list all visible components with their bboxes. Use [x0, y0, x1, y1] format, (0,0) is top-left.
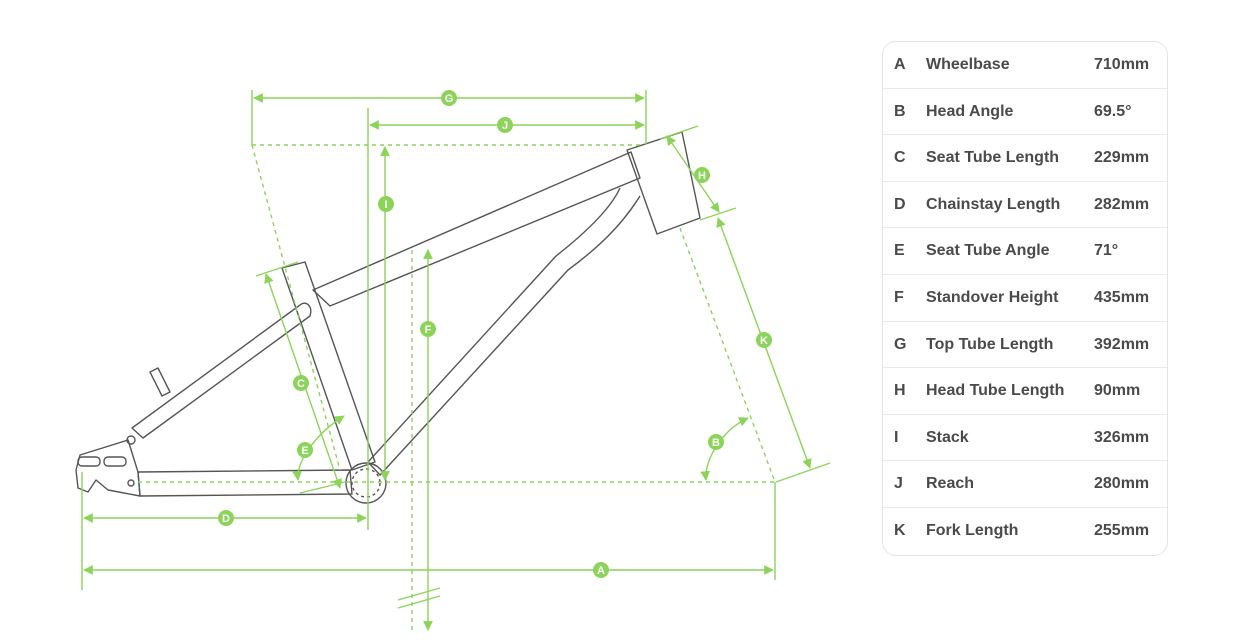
badge-j: J: [497, 117, 513, 133]
svg-text:G: G: [445, 93, 454, 105]
row-label: Standover Height: [926, 288, 1059, 306]
row-value: 90mm: [1094, 382, 1141, 400]
badge-c: C: [293, 375, 309, 391]
row-value: 392mm: [1094, 335, 1150, 353]
row-label: Stack: [926, 428, 969, 446]
row-value: 435mm: [1094, 288, 1150, 306]
svg-text:B: B: [712, 437, 720, 449]
dimension-badges: G J I F H K C E B D A: [218, 90, 772, 578]
dimension-lines: [81, 90, 831, 631]
row-value: 229mm: [1094, 149, 1150, 167]
chain-stay: [137, 469, 353, 497]
row-label: Seat Tube Length: [926, 149, 1060, 167]
row-value: 280mm: [1094, 475, 1150, 493]
geometry-row-i: I Stack 326mm: [883, 415, 1167, 462]
head-tube: [626, 131, 701, 235]
row-key: J: [894, 475, 903, 493]
geometry-row-k: K Fork Length 255mm: [883, 508, 1167, 555]
svg-text:A: A: [597, 565, 605, 577]
badge-e: E: [297, 442, 313, 458]
badge-a: A: [593, 562, 609, 578]
row-label: Top Tube Length: [926, 335, 1054, 353]
badge-h: H: [694, 167, 710, 183]
geometry-row-d: D Chainstay Length 282mm: [883, 182, 1167, 229]
row-key: E: [894, 242, 905, 260]
row-label: Chainstay Length: [926, 195, 1061, 213]
dim-h: [666, 135, 720, 213]
row-key: A: [894, 56, 906, 73]
row-label: Reach: [926, 475, 975, 493]
row-value: 710mm: [1094, 56, 1150, 73]
row-key: B: [894, 102, 906, 120]
svg-text:K: K: [760, 335, 768, 347]
row-key: G: [894, 335, 907, 353]
row-value: 255mm: [1094, 521, 1150, 539]
geometry-row-g: G Top Tube Length 392mm: [883, 322, 1167, 369]
geometry-row-f: F Standover Height 435mm: [883, 275, 1167, 322]
geometry-table: A Wheelbase 710mm B Head Angle 69.5° C S…: [882, 41, 1168, 556]
geometry-row-a: A Wheelbase 710mm: [883, 42, 1167, 89]
svg-text:J: J: [502, 120, 508, 132]
badge-d: D: [218, 510, 234, 526]
row-label: Seat Tube Angle: [926, 242, 1050, 260]
geometry-row-j: J Reach 280mm: [883, 461, 1167, 508]
row-value: 71°: [1094, 242, 1119, 260]
badge-f: F: [420, 321, 436, 337]
row-key: I: [894, 428, 899, 446]
row-key: K: [894, 521, 906, 539]
row-label: Head Angle: [926, 102, 1014, 120]
bottom-bracket: [345, 462, 387, 504]
row-label: Wheelbase: [926, 56, 1010, 73]
top-tube: [312, 151, 641, 307]
down-tube: [367, 187, 641, 476]
svg-text:I: I: [384, 199, 387, 211]
frame-geometry-diagram: G J I F H K C E B D A: [75, 90, 831, 631]
row-value: 326mm: [1094, 428, 1150, 446]
badge-g: G: [441, 90, 457, 106]
geometry-row-c: C Seat Tube Length 229mm: [883, 135, 1167, 182]
badge-k: K: [756, 332, 772, 348]
geometry-row-b: B Head Angle 69.5°: [883, 89, 1167, 136]
row-label: Head Tube Length: [926, 382, 1065, 400]
brake-bolt: [149, 367, 171, 397]
row-key: H: [894, 382, 906, 400]
row-key: C: [894, 149, 906, 167]
svg-text:D: D: [222, 513, 230, 525]
row-key: D: [894, 195, 906, 213]
row-key: F: [894, 288, 904, 306]
geometry-row-h: H Head Tube Length 90mm: [883, 368, 1167, 415]
svg-text:C: C: [297, 378, 305, 390]
svg-text:F: F: [425, 324, 432, 336]
row-value: 282mm: [1094, 195, 1150, 213]
svg-text:H: H: [698, 170, 706, 182]
geometry-row-e: E Seat Tube Angle 71°: [883, 228, 1167, 275]
svg-text:E: E: [301, 445, 308, 457]
bike-frame: [75, 131, 701, 504]
row-label: Fork Length: [926, 521, 1019, 539]
badge-i: I: [378, 196, 394, 212]
row-value: 69.5°: [1094, 102, 1132, 120]
rear-dropout: [75, 439, 141, 497]
badge-b: B: [708, 434, 724, 450]
